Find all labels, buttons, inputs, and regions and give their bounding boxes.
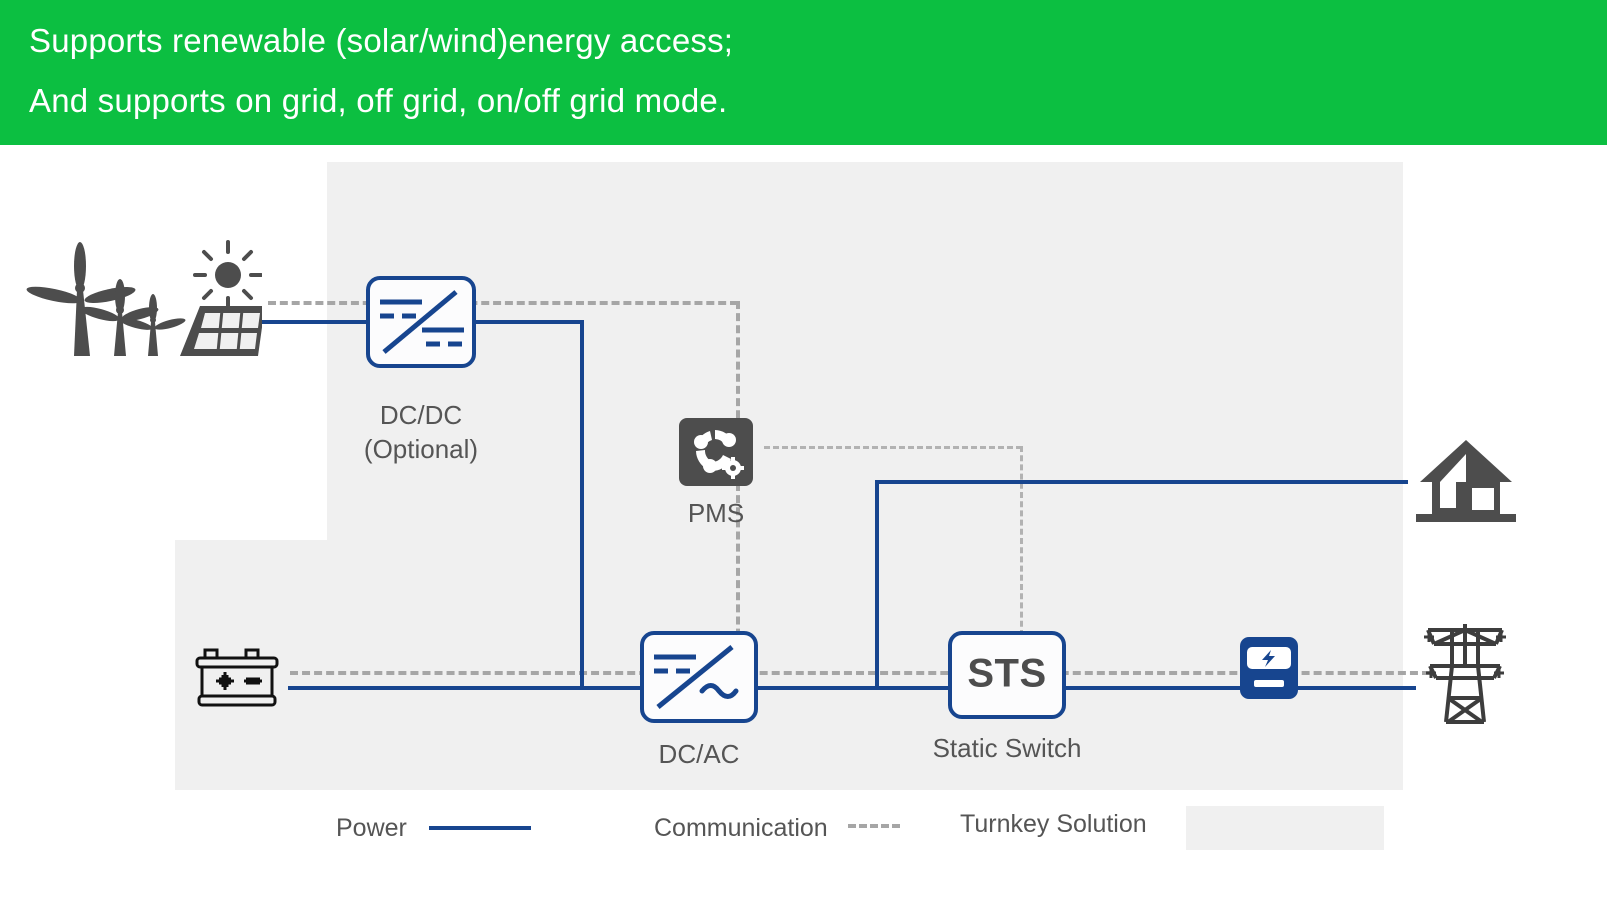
dcdc-label-line2: (Optional) bbox=[363, 434, 479, 464]
dcdc-converter-box[interactable] bbox=[366, 276, 476, 368]
grid-tower-icon bbox=[1420, 618, 1510, 728]
power-line-battery-bus bbox=[288, 686, 648, 690]
comm-line-pms-vertical bbox=[736, 301, 740, 673]
dc-dc-symbol-icon bbox=[380, 290, 464, 354]
sts-box[interactable]: STS bbox=[948, 631, 1066, 719]
legend-power-label: Power bbox=[336, 814, 407, 842]
legend-turnkey-swatch bbox=[1186, 806, 1384, 850]
dcac-inverter-box[interactable] bbox=[640, 631, 758, 723]
header-line-2: And supports on grid, off grid, on/off g… bbox=[29, 82, 728, 119]
comm-line-sts-vertical bbox=[1020, 446, 1023, 636]
wind-solar-source-icon bbox=[22, 238, 262, 358]
dcdc-label-line1: DC/DC bbox=[379, 400, 463, 430]
legend-communication-label: Communication bbox=[654, 814, 828, 842]
sts-label: Static Switch bbox=[932, 733, 1082, 763]
pms-network-icon bbox=[694, 430, 744, 479]
sts-text: STS bbox=[967, 651, 1047, 696]
power-line-dcdc-drop bbox=[580, 320, 584, 688]
house-icon bbox=[1412, 438, 1520, 522]
dcac-label: DC/AC bbox=[658, 739, 740, 769]
pms-label: PMS bbox=[687, 498, 745, 528]
turnkey-panel-lower bbox=[175, 540, 1403, 790]
header-banner: Supports renewable (solar/wind)energy ac… bbox=[0, 0, 1607, 145]
comm-line-lower-bus bbox=[290, 671, 1430, 675]
power-line-house-riser bbox=[875, 480, 879, 688]
power-line-dcdc-out bbox=[470, 320, 584, 324]
turnkey-panel-upper bbox=[327, 162, 1403, 542]
legend-power-swatch bbox=[429, 826, 531, 830]
comm-line-dcdc-to-pms-bus bbox=[268, 301, 738, 305]
power-line-to-house bbox=[875, 480, 1408, 484]
power-line-dcac-to-sts bbox=[755, 686, 960, 690]
power-line-meter-to-grid bbox=[1296, 686, 1416, 690]
legend-turnkey-label: Turnkey Solution bbox=[960, 810, 1147, 838]
legend-communication-swatch bbox=[848, 824, 900, 828]
energy-meter-icon bbox=[1240, 637, 1298, 699]
dc-ac-symbol-icon bbox=[654, 645, 739, 709]
battery-icon bbox=[194, 638, 280, 710]
header-line-1: Supports renewable (solar/wind)energy ac… bbox=[29, 22, 734, 59]
comm-line-pms-to-sts bbox=[764, 446, 1022, 449]
power-line-sts-to-meter bbox=[1065, 686, 1240, 690]
power-line-source-to-dcdc bbox=[262, 320, 372, 324]
pms-box[interactable] bbox=[679, 418, 753, 486]
